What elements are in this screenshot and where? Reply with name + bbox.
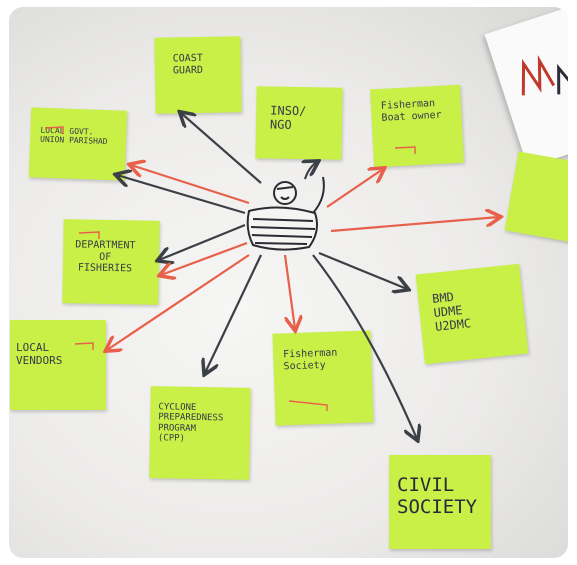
scribble-mark [288,400,328,411]
note-text: LOCAL VENDORS [16,341,63,367]
arrow-to-dept-fisheries [159,223,246,260]
arrow-red-to-fisherman-society [283,254,295,329]
note-civil-society: CIVIL SOCIETY [389,455,491,549]
arrow-red-to-right-note [330,217,499,233]
note-text: CIVIL SOCIETY [397,474,478,518]
arrow-to-civil-society [312,254,417,439]
arrow-to-coast-guard [181,113,262,184]
photo-frame: COAST GUARD INSO/ NGO Fisherman Boat own… [9,7,568,558]
scribble-mark [394,146,416,154]
arrows-layer [44,7,568,558]
arrow-to-cpp [205,254,262,373]
arrow-red-to-boat-owner [326,169,383,208]
arrow-red-to-local-govt [131,165,250,205]
scribble-mark [78,231,100,239]
scribble-mark [74,342,94,350]
arrow-red-to-dept-fisheries [161,241,248,275]
handwriting-scribble [521,54,568,96]
arrow-red-to-local-vendors [107,254,250,350]
fisherman-figure [246,176,325,251]
arrow-to-bmd [318,251,407,289]
arrow-to-inso-ngo [305,162,317,180]
note-local-vendors: LOCAL VENDORS [10,320,106,410]
paper-sheet [484,7,568,168]
scribble-mark [44,126,64,134]
arrow-to-local-govt [117,175,246,215]
